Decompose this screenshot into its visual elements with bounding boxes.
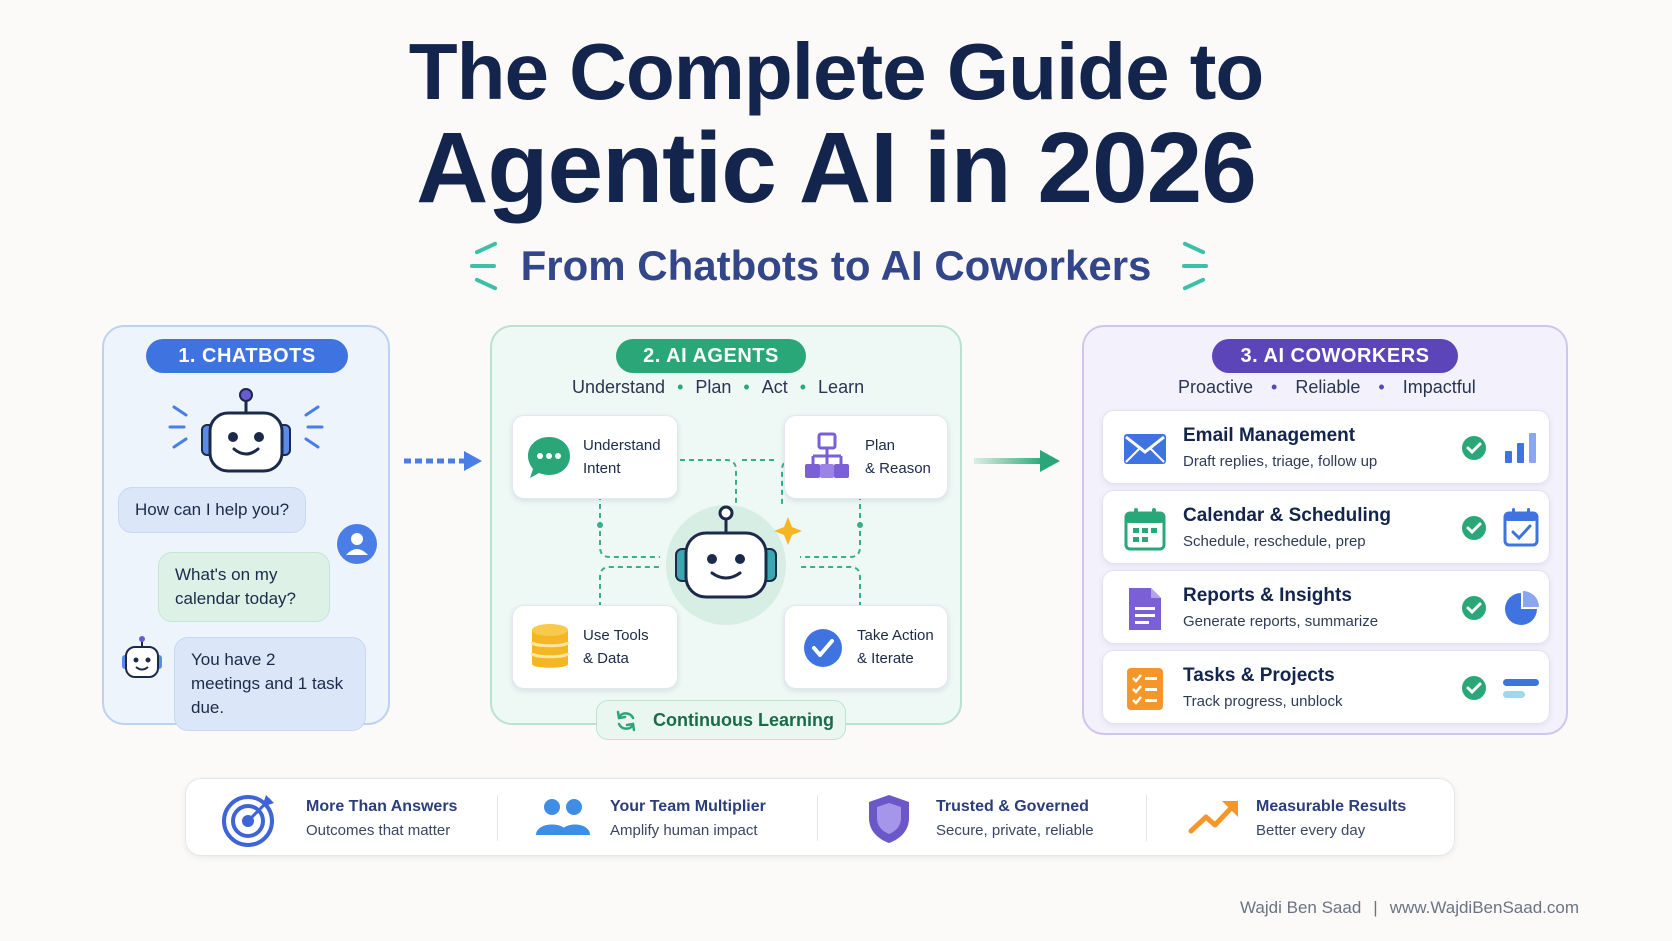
database-icon — [530, 624, 570, 668]
refresh-icon — [616, 710, 636, 732]
team-icon — [536, 799, 590, 835]
check-icon — [804, 629, 842, 667]
calendar-title: Calendar & Scheduling — [1183, 505, 1391, 526]
check-icon — [1462, 516, 1486, 540]
sparkle-left-icon — [468, 240, 498, 292]
footer-separator: | — [1373, 898, 1378, 917]
feature-title: Measurable Results — [1256, 798, 1407, 815]
bar-chart-icon — [1505, 433, 1536, 463]
page-subtitle: From Chatbots to AI Coworkers — [520, 242, 1152, 289]
arrow-right-icon — [974, 450, 1060, 472]
understand-line2: Intent — [583, 460, 621, 477]
reports-title: Reports & Insights — [1183, 585, 1352, 606]
step-understand: Understand — [572, 377, 666, 397]
check-icon — [1462, 676, 1486, 700]
website-link[interactable]: www.WajdiBenSaad.com — [1389, 898, 1579, 917]
divider — [497, 795, 498, 841]
page-title-line2: Agentic AI in 2026 — [416, 112, 1257, 224]
flowchart-icon — [805, 432, 849, 478]
target-icon — [222, 795, 274, 847]
check-icon — [1462, 596, 1486, 620]
shield-icon — [869, 795, 909, 843]
reports-subtitle: Generate reports, summarize — [1183, 613, 1379, 630]
checklist-icon — [1127, 668, 1163, 710]
divider — [817, 795, 818, 841]
feature-title: Trusted & Governed — [936, 798, 1089, 815]
trait-impactful: Impactful — [1402, 377, 1476, 397]
continuous-learning-badge: Continuous Learning — [596, 700, 846, 740]
arrow-right-icon — [404, 451, 482, 471]
feature-title: More Than Answers — [306, 798, 458, 815]
plan-line2: & Reason — [865, 460, 931, 477]
understand-line1: Understand — [583, 437, 661, 454]
chat-icon — [528, 437, 570, 478]
sparkle-right-icon — [1182, 240, 1212, 292]
bot-reply-bubble: You have 2 meetings and 1 task due. — [174, 637, 366, 731]
chatbots-panel: 1. CHATBOTS How can I help you? What's o… — [102, 325, 390, 731]
author-name: Wajdi Ben Saad — [1240, 898, 1362, 917]
plan-line1: Plan — [865, 437, 896, 454]
feature-subtitle: Outcomes that matter — [306, 822, 451, 839]
feature-subtitle: Better every day — [1256, 822, 1366, 839]
tools-line2: & Data — [583, 650, 629, 667]
central-robot-icon — [666, 505, 802, 625]
divider — [1146, 795, 1147, 841]
ai-agents-label: 2. AI AGENTS — [616, 339, 806, 373]
page-title-line1: The Complete Guide to — [408, 27, 1265, 116]
calendar-icon — [1124, 508, 1166, 551]
check-icon — [1462, 436, 1486, 460]
calendar-scheduling-row: Calendar & Scheduling Schedule, reschedu… — [1102, 490, 1550, 564]
coworkers-traits: Proactive•Reliable•Impactful — [1178, 377, 1476, 397]
step-act: Act — [761, 377, 788, 397]
continuous-learning-label: Continuous Learning — [653, 710, 834, 730]
plan-reason-card: Plan & Reason — [784, 415, 948, 499]
use-tools-card: Use Tools & Data — [512, 605, 678, 689]
tasks-title: Tasks & Projects — [1183, 665, 1335, 686]
action-line1: Take Action — [857, 627, 934, 644]
tools-line1: Use Tools — [583, 627, 649, 644]
robot-icon — [168, 388, 324, 473]
reports-insights-row: Reports & Insights Generate reports, sum… — [1102, 570, 1550, 644]
email-management-row: Email Management Draft replies, triage, … — [1102, 410, 1550, 484]
feature-subtitle: Amplify human impact — [610, 822, 758, 839]
feature-title: Your Team Multiplier — [610, 798, 766, 815]
document-icon — [1129, 588, 1161, 630]
pie-chart-icon — [1505, 591, 1539, 625]
trend-up-icon — [1188, 801, 1238, 834]
trait-reliable: Reliable — [1295, 377, 1361, 397]
action-line2: & Iterate — [857, 650, 914, 667]
user-avatar-icon — [337, 524, 377, 564]
progress-icon — [1503, 679, 1539, 698]
small-robot-icon — [122, 636, 162, 678]
calendar-check-icon — [1503, 508, 1539, 547]
email-title: Email Management — [1183, 425, 1356, 446]
chatbots-label: 1. CHATBOTS — [146, 339, 348, 373]
take-action-card: Take Action & Iterate — [784, 605, 948, 689]
calendar-subtitle: Schedule, reschedule, prep — [1183, 533, 1366, 550]
step-plan: Plan — [695, 377, 732, 397]
ai-coworkers-label: 3. AI COWORKERS — [1212, 339, 1458, 373]
feature-subtitle: Secure, private, reliable — [936, 822, 1094, 839]
ai-agents-panel: 2. AI AGENTS Understand•Plan•Act•Learn U… — [490, 325, 962, 725]
trait-proactive: Proactive — [1178, 377, 1254, 397]
tasks-subtitle: Track progress, unblock — [1183, 693, 1343, 710]
step-learn: Learn — [818, 377, 865, 397]
features-bar: More Than Answers Outcomes that matter Y… — [185, 778, 1455, 856]
bot-message-bubble: How can I help you? — [118, 487, 307, 533]
tasks-projects-row: Tasks & Projects Track progress, unblock — [1102, 650, 1550, 724]
mail-icon — [1124, 434, 1166, 464]
user-message-bubble: What's on my calendar today? — [158, 552, 330, 622]
footer-credit: Wajdi Ben Saad | www.WajdiBenSaad.com — [1240, 898, 1579, 918]
email-subtitle: Draft replies, triage, follow up — [1183, 453, 1378, 470]
agents-steps: Understand•Plan•Act•Learn — [572, 377, 865, 397]
